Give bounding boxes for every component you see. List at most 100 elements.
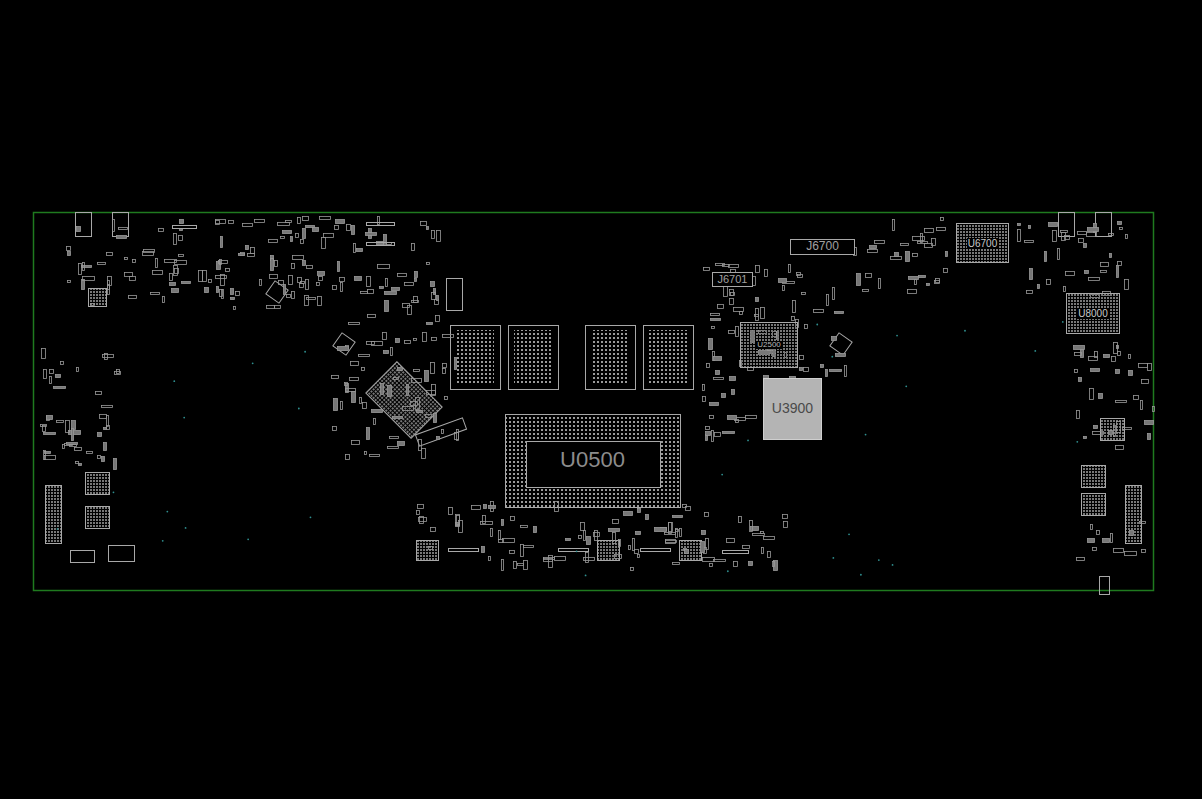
passive-component [69, 431, 81, 435]
passive-component [731, 293, 735, 296]
ic-body [1066, 293, 1120, 334]
passive-component [398, 368, 403, 371]
connector-strip [46, 486, 62, 544]
passive-component [666, 541, 677, 543]
passive-component [707, 364, 710, 368]
passive-component [67, 247, 71, 251]
memory-outline [451, 326, 501, 390]
passive-component [334, 399, 338, 411]
component-box: J6700 [790, 239, 855, 255]
passive-component [736, 420, 739, 423]
passive-component [624, 512, 633, 516]
connector-footprint [71, 551, 95, 563]
passive-component [676, 530, 679, 532]
passive-component [761, 308, 765, 319]
rotated-part [266, 281, 288, 303]
passive-component [1064, 287, 1066, 292]
passive-component [457, 516, 460, 525]
ic-body [740, 322, 798, 368]
passive-component [727, 539, 735, 543]
passive-component [1129, 371, 1133, 376]
passive-component [388, 386, 392, 397]
passive-component [1061, 231, 1068, 233]
passive-component [832, 337, 837, 341]
long-component [641, 549, 671, 552]
passive-component [686, 507, 691, 511]
passive-component [63, 445, 65, 449]
passive-component [1085, 271, 1089, 274]
passive-component [96, 392, 102, 395]
passive-component [417, 511, 420, 515]
passive-component [98, 263, 106, 265]
passive-component [174, 234, 177, 245]
passive-component [386, 279, 388, 287]
passive-component [415, 279, 417, 282]
passive-component [378, 217, 380, 225]
passive-component [756, 298, 759, 302]
passive-component [1116, 370, 1120, 374]
reference-designator: J6701 [718, 273, 748, 285]
passive-group [63, 445, 117, 470]
passive-component [613, 533, 616, 544]
reference-designator: U8000 [1077, 308, 1108, 319]
passive-component [437, 437, 440, 440]
memory-chip [644, 326, 694, 390]
passive-component [411, 402, 418, 406]
passive-component [1058, 249, 1060, 260]
passive-component [105, 354, 108, 360]
passive-component [66, 421, 70, 433]
passive-component [416, 398, 420, 410]
test-point [831, 356, 833, 358]
passive-component [1075, 353, 1082, 356]
ic-footprint [86, 473, 110, 495]
passive-component [445, 397, 448, 400]
passive-component [925, 229, 934, 233]
passive-component [1027, 291, 1033, 294]
passive-component [857, 274, 861, 286]
passive-component [303, 229, 306, 239]
passive-component [845, 366, 847, 377]
passive-component [374, 419, 376, 425]
memory-outline [644, 326, 694, 390]
passive-component [712, 327, 715, 329]
ic-footprint [417, 541, 439, 561]
connector-footprint [113, 213, 129, 237]
passive-component [489, 506, 496, 509]
passive-component [179, 255, 184, 257]
passive-component [734, 562, 738, 567]
passive-component [366, 233, 377, 236]
passive-component [76, 462, 79, 464]
passive-component [732, 390, 735, 395]
passive-component [1110, 254, 1112, 258]
connector-footprint [109, 546, 135, 562]
passive-component [405, 341, 411, 344]
passive-component [833, 288, 835, 300]
passive-component [756, 309, 759, 321]
passive-component [814, 310, 824, 313]
passive-component [514, 562, 517, 569]
passive-component [313, 228, 319, 232]
passive-component [1065, 236, 1070, 240]
passive-component [1101, 271, 1107, 273]
passive-component [431, 528, 436, 532]
passive-component [1089, 357, 1098, 361]
passive-component [269, 240, 278, 243]
memory-outline [586, 326, 636, 390]
passive-component [133, 260, 136, 263]
passive-component [783, 515, 788, 519]
test-point [247, 538, 249, 540]
connector-strip [1126, 486, 1142, 544]
reference-designator: U3900 [772, 401, 813, 416]
passive-component [231, 298, 235, 300]
passive-component [1025, 241, 1034, 243]
passive-component [346, 455, 350, 460]
passive-component [544, 559, 553, 562]
passive-component [1079, 239, 1084, 243]
passive-component [355, 277, 362, 281]
passive-component [307, 298, 316, 300]
passive-component [415, 272, 418, 278]
passive-component [730, 290, 734, 296]
passive-component [82, 266, 92, 268]
passive-component [734, 308, 744, 312]
memory-chip [451, 326, 501, 390]
